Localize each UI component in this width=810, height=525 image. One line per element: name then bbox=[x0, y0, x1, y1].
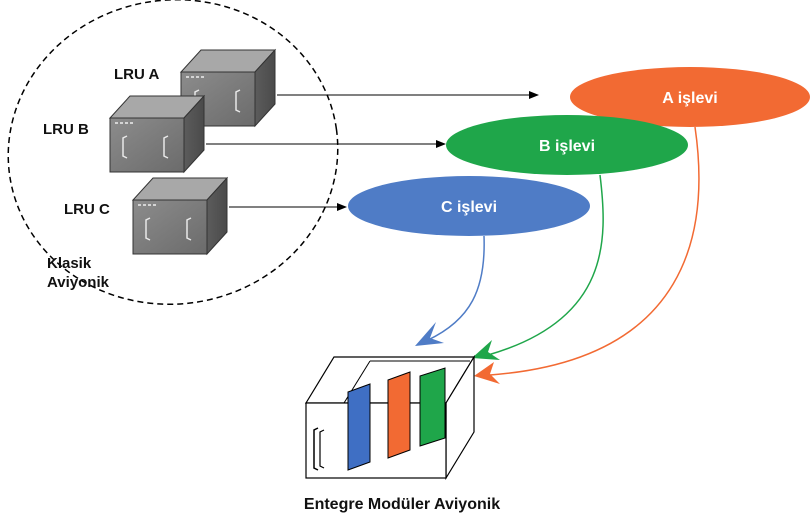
function-c-ellipse bbox=[348, 176, 590, 236]
lru-c-box bbox=[131, 176, 229, 256]
function-a-ellipse bbox=[570, 67, 810, 127]
classic-avionics-boundary bbox=[7, 0, 339, 306]
ima-module-b bbox=[419, 367, 446, 447]
arrow-c-head bbox=[415, 322, 444, 346]
ima-module-a bbox=[387, 371, 411, 459]
arrow-b-to-ima bbox=[487, 174, 604, 356]
function-b-label: B işlevi bbox=[539, 138, 595, 155]
arrow-a-to-ima bbox=[489, 126, 700, 376]
classic-avionics-label-line2: Aviyonik bbox=[47, 274, 110, 291]
arrow-c-to-ima bbox=[427, 235, 485, 341]
arrow-a-head bbox=[474, 362, 500, 384]
lru-b-box bbox=[108, 94, 206, 174]
ima-caption: Entegre Modüler Aviyonik bbox=[304, 496, 500, 513]
function-a-label: A işlevi bbox=[662, 90, 717, 107]
classic-avionics-label-line1: Klasik bbox=[47, 255, 92, 272]
arrow-b-head bbox=[472, 340, 500, 360]
function-b-ellipse bbox=[446, 115, 688, 175]
lru-a-label: LRU A bbox=[114, 66, 159, 83]
ima-cabinet bbox=[304, 354, 476, 481]
ima-module-c bbox=[347, 383, 371, 471]
lru-c-label: LRU C bbox=[64, 201, 110, 218]
lru-b-label: LRU B bbox=[43, 121, 89, 138]
function-c-label: C işlevi bbox=[441, 199, 497, 216]
